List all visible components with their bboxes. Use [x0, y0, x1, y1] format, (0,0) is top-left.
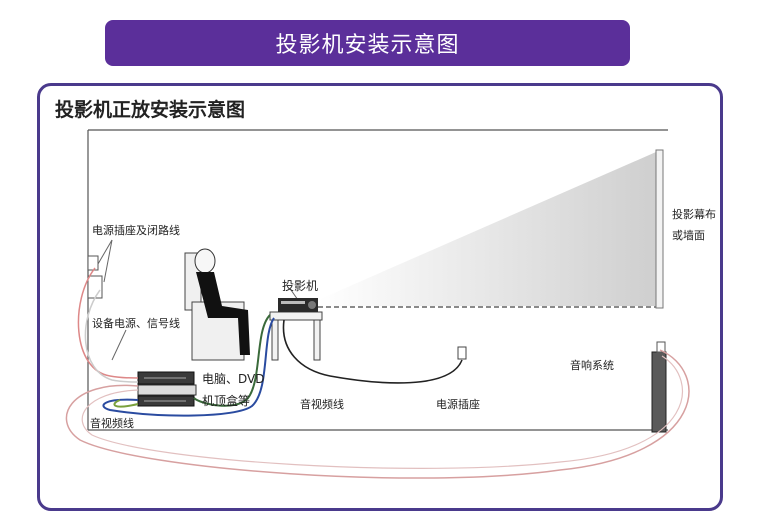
label-projector: 投影机 — [282, 279, 319, 293]
cables — [65, 267, 690, 479]
viewer-figure — [184, 248, 250, 361]
label-av-cable-mid: 音视频线 — [300, 398, 344, 411]
diagram-subtitle: 投影机正放安装示意图 — [55, 99, 246, 121]
label-av-cable-left: 音视频线 — [90, 417, 134, 430]
label-screen-line1: 投影幕布 — [672, 208, 716, 221]
floor-outlet — [457, 346, 467, 360]
wall-socket-upper — [87, 255, 99, 271]
projection-beam — [318, 152, 656, 306]
label-screen-line2: 或墙面 — [672, 229, 705, 242]
pointer-lines — [97, 239, 299, 361]
page-title: 投影机安装示意图 — [275, 33, 460, 58]
projector-device — [278, 298, 318, 312]
label-power-socket: 电源插座 — [436, 398, 480, 411]
wall-socket-lower — [87, 275, 103, 299]
label-device-power-signal: 设备电源、信号线 — [92, 317, 180, 330]
label-speaker-system: 音响系统 — [570, 359, 614, 372]
speaker-cabinet — [651, 341, 667, 433]
label-power-socket-loop: 电源插座及闭路线 — [92, 224, 180, 237]
projector-table — [269, 311, 323, 361]
label-set-top-box: 机顶盒等 — [202, 394, 251, 408]
label-computer-dvd: 电脑、DVD — [202, 372, 265, 386]
equipment-stack — [137, 371, 197, 407]
title-banner: 投影机安装示意图 — [105, 20, 630, 66]
projection-screen — [655, 149, 664, 309]
